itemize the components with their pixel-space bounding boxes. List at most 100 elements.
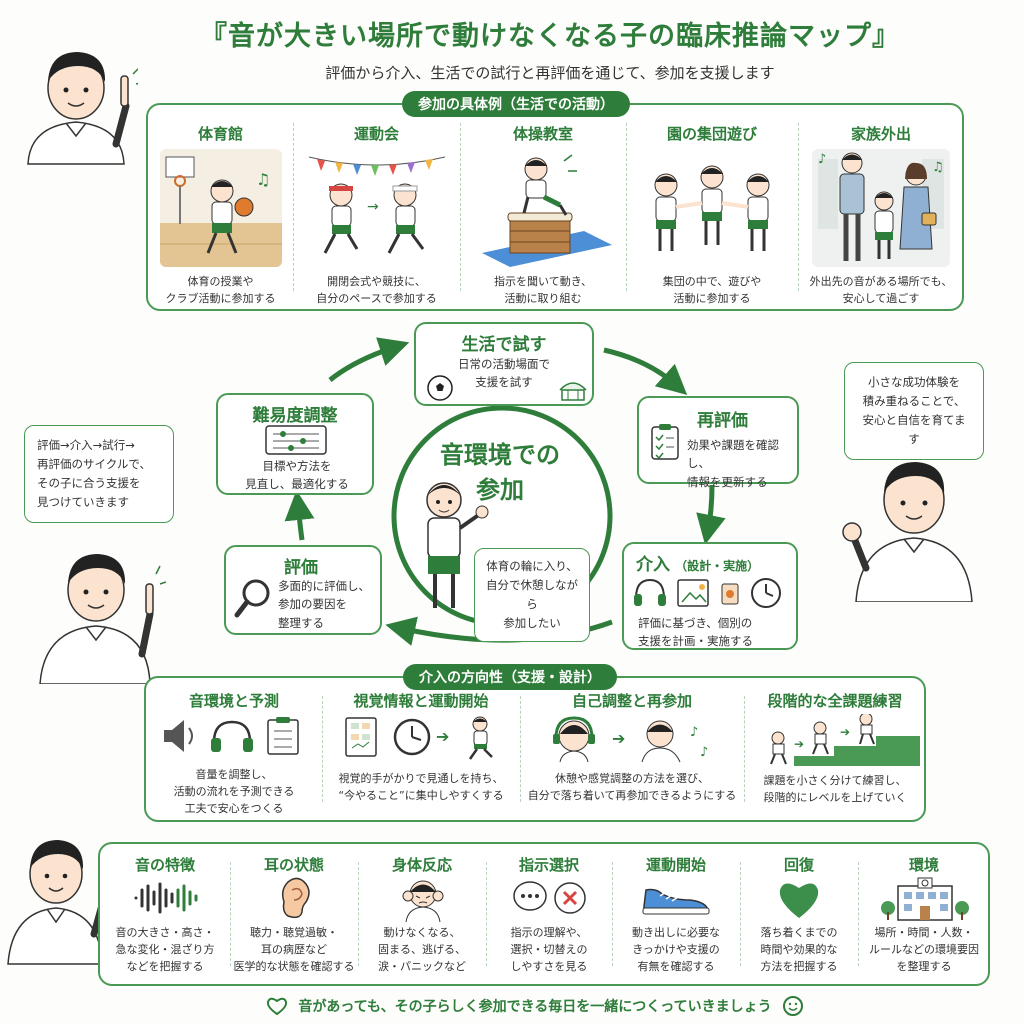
direction-title: 視覚情報と運動開始 — [353, 692, 489, 710]
running-child-icon — [468, 716, 493, 760]
left-bubble-line1: 評価→介入→試行→ — [37, 438, 135, 452]
assessment-desc-line1: 音の大きさ・高さ・ — [115, 926, 215, 939]
direction-desc-line2: 自分で落ち着いて再参加できるようにする — [527, 789, 737, 803]
left-bubble-line4: 見つけていきます — [37, 494, 129, 509]
direction-icons: ➔ — [345, 716, 493, 760]
headphones-icon — [211, 720, 253, 752]
direction-title: 音環境と予測 — [188, 692, 279, 710]
participation-item-gymnastics: 体操教室 指示を聞いて動き、 活動に取り組む — [460, 105, 626, 309]
assessment-desc-line1: 場所・時間・人数・ — [874, 926, 974, 939]
direction-icons: ➔ ♪♪ — [553, 716, 708, 763]
svg-text:♪: ♪ — [818, 152, 826, 167]
assessment-desc-line2: 耳の病歴など — [261, 943, 327, 957]
try-title: 生活で試す — [461, 335, 547, 355]
magnifier-icon — [234, 579, 270, 618]
assessment-title: 耳の状態 — [263, 856, 324, 874]
participation-desc-line2: 活動に参加する — [673, 292, 751, 306]
gym-building-icon — [559, 382, 587, 401]
assessment-title: 音の特徴 — [134, 856, 195, 874]
participation-desc-line1: 外出先の音がある場所でも、 — [809, 275, 953, 288]
svg-text:♫: ♫ — [256, 170, 270, 189]
assessment-item-motor-start: 運動開始 動き出しに必要な きっかけや支援の 有無を確認する — [612, 844, 740, 984]
participation-header: 参加の具体例（生活での活動） — [402, 91, 630, 117]
direction-title: 自己調整と再参加 — [571, 692, 692, 710]
direction-icons — [164, 717, 299, 755]
center-speech-bubble: 体育の輪に入り、 自分で休憩しながら 参加したい — [474, 548, 590, 642]
assessment-title: 指示選択 — [518, 856, 579, 874]
heart-outline-icon — [267, 997, 288, 1016]
school-building-icon — [881, 877, 969, 921]
assessment-desc-line3: などを把握する — [126, 960, 204, 974]
right-bubble-line2: 積み重ねることで、 — [862, 393, 966, 408]
teacher-pointing-illustration — [39, 554, 166, 684]
assessment-item-environment: 環境 場所・時間・人数・ ルールなどの環境要因 を整理する — [858, 844, 990, 984]
soccer-ball-icon — [427, 375, 453, 401]
reevaluation-desc-line1: 効果や課題を確認し、 — [687, 438, 779, 471]
direction-title: 段階的な全課題練習 — [767, 692, 903, 710]
speech-dots-icon — [513, 881, 547, 911]
assessment-item-recovery: 回復 落ち着くまでの 時間や効果的な 方法を把握する — [740, 844, 858, 984]
assessment-item-instruction-choice: 指示選択 指示の理解や、 選択・切替えの しやすさを見る — [486, 844, 612, 984]
assessment-item-sound-features: 音の特徴 音の大きさ・高さ・ 急な変化・混ざり方 などを把握する — [100, 844, 230, 984]
clipboard-checklist-icon — [651, 424, 679, 460]
participation-item-group-play: 園の集団遊び 集団の中で、遊びや 活動に参加する — [626, 105, 798, 309]
clock-icon — [393, 718, 431, 756]
sliders-icon — [265, 425, 327, 455]
assessment-desc-line1: 落ち着くまでの — [760, 926, 838, 939]
assessment-desc-line3: しやすさを見る — [510, 960, 588, 974]
left-bubble-line3: その子に合う支援を — [37, 475, 141, 490]
left-bubble-line2: 再評価のサイクルで、 — [37, 456, 151, 471]
svg-text:→: → — [367, 199, 379, 215]
family-outing-illustration: ♪♫ — [812, 149, 950, 267]
evaluation-title: 評価 — [284, 558, 318, 578]
assessment-desc-line3: を整理する — [896, 960, 952, 974]
evaluation-desc-line2: 参加の要因を — [278, 597, 347, 612]
participation-desc-line2: クラブ活動に参加する — [165, 292, 276, 306]
assessment-item-body-reaction: 身体反応 動けなくなる、 固まる、逃げる、 涙・パニックなど — [358, 844, 486, 984]
assessment-desc-line2: きっかけや支援の — [632, 943, 720, 957]
direction-item-sound-environment: 音環境と予測 音量を調整し、 活動の流れを予測できる 工夫で安心をつくる — [146, 678, 322, 820]
page-subtitle: 評価から介入、生活での試行と再評価を通じて、参加を支援します — [325, 64, 775, 82]
assessment-title: 運動開始 — [645, 856, 706, 874]
assessment-desc-line1: 動き出しに必要な — [632, 926, 720, 939]
clock-icon — [751, 578, 781, 608]
child-covering-ears-icon — [402, 880, 444, 922]
svg-text:➔: ➔ — [794, 737, 804, 751]
evaluation-desc-line1: 多面的に評価し、 — [278, 579, 370, 593]
assessment-desc-line1: 動けなくなる、 — [383, 926, 461, 939]
svg-text:♫: ♫ — [932, 160, 944, 175]
assessment-title: 環境 — [908, 856, 939, 874]
try-desc-line1: 日常の活動場面で — [458, 357, 550, 371]
footer: 音があっても、その子らしく参加できる毎日を一緒につくっていきましょう — [240, 994, 830, 1018]
center-speech-line3: 参加したい — [503, 615, 561, 630]
assessment-desc-line2: 選択・切替えの — [510, 943, 588, 957]
checklist-icon — [267, 717, 299, 755]
child-with-headphones-icon — [553, 716, 595, 763]
gym-scene-illustration: ♫ — [160, 149, 282, 267]
participation-item-gym: 体育館 ♫ 体育の授業や クラブ活動に参加する — [148, 105, 293, 309]
intervention-desc-line2: 支援を計画・実施する — [638, 634, 753, 649]
participation-desc-line1: 指示を聞いて動き、 — [494, 275, 592, 288]
difficulty-title: 難易度調整 — [252, 406, 338, 426]
page-title: 『音が大きい場所で動けなくなる子の臨床推論マップ』 — [200, 21, 900, 52]
cycle-try-box: 生活で試す 日常の活動場面で 支援を試す — [414, 322, 594, 406]
direction-header: 介入の方向性（支援・設計） — [403, 664, 617, 690]
resting-child-icon — [641, 720, 681, 763]
svg-text:♪: ♪ — [700, 745, 708, 760]
direction-section: 音環境と予測 音量を調整し、 活動の流れを予測できる 工夫で安心をつくる 視覚情… — [144, 676, 926, 822]
assessment-desc-line1: 指示の理解や、 — [510, 926, 588, 939]
participation-title: 園の集団遊び — [666, 125, 757, 143]
assessment-item-ear-condition: 耳の状態 聴力・聴覚過敏・ 耳の病歴など 医学的な状態を確認する — [230, 844, 358, 984]
stepwise-stairs-icon: ➔ ➔ — [756, 714, 920, 766]
participation-item-family-outing: 家族外出 ♪♫ 外出先の音がある場所でも、 安心して過ごす — [798, 105, 964, 309]
difficulty-desc-line1: 目標や方法を — [262, 459, 332, 473]
participation-title: 運動会 — [353, 125, 399, 143]
cycle-intervention-box: 介入 （設計・実施） 評価に基づき、個別の 支援を計画・実施する — [622, 542, 798, 650]
direction-item-self-regulation: 自己調整と再参加 ➔ ♪♪ 休憩や感覚調整の方法を選び、 自分で落ち着いて再参加… — [520, 678, 744, 820]
assessment-title: 回復 — [783, 856, 814, 874]
svg-text:➔: ➔ — [612, 729, 625, 748]
participation-title: 体操教室 — [512, 125, 573, 143]
teacher-fist-illustration — [842, 462, 973, 602]
intervention-title-sub: （設計・実施） — [675, 559, 760, 573]
heart-icon — [779, 883, 819, 918]
